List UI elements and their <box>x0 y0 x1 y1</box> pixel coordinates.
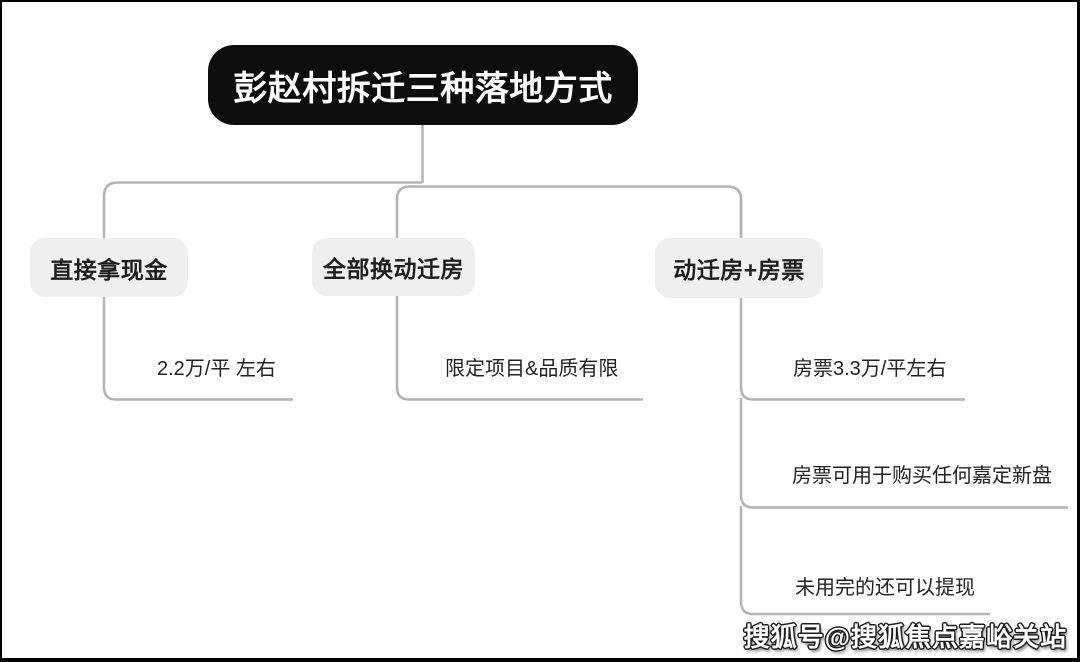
branch-node-label: 全部换动迁房 <box>323 256 464 282</box>
leaf-label-ticket-usage: 房票可用于购买任何嘉定新盘 <box>792 465 1052 487</box>
leaf-label-limited-projects: 限定项目&品质有限 <box>445 358 619 380</box>
leaf-label-ticket-price: 房票3.3万/平左右 <box>793 358 947 380</box>
connector-branch-ticket-spine <box>739 199 1068 616</box>
connector-branch-relocation <box>395 185 643 401</box>
branch-node-housing-plus-ticket: 动迁房+房票 <box>655 238 823 298</box>
branch-node-direct-cash: 直接拿现金 <box>30 238 188 297</box>
branch-node-label: 动迁房+房票 <box>673 257 805 283</box>
leaf-label-ticket-withdraw: 未用完的还可以提现 <box>795 577 975 599</box>
sohu-watermark: 搜狐号@搜狐焦点嘉峪关站 <box>743 622 1067 652</box>
root-node-label: 彭赵村拆迁三种落地方式 <box>233 69 613 108</box>
connector-bus-right <box>409 185 743 240</box>
branch-node-label: 直接拿现金 <box>50 256 168 283</box>
root-node-title: 彭赵村拆迁三种落地方式 <box>208 45 638 125</box>
branch-node-all-relocation-housing: 全部换动迁房 <box>312 238 475 296</box>
leaf-label-cash-price: 2.2万/平 左右 <box>157 358 276 380</box>
